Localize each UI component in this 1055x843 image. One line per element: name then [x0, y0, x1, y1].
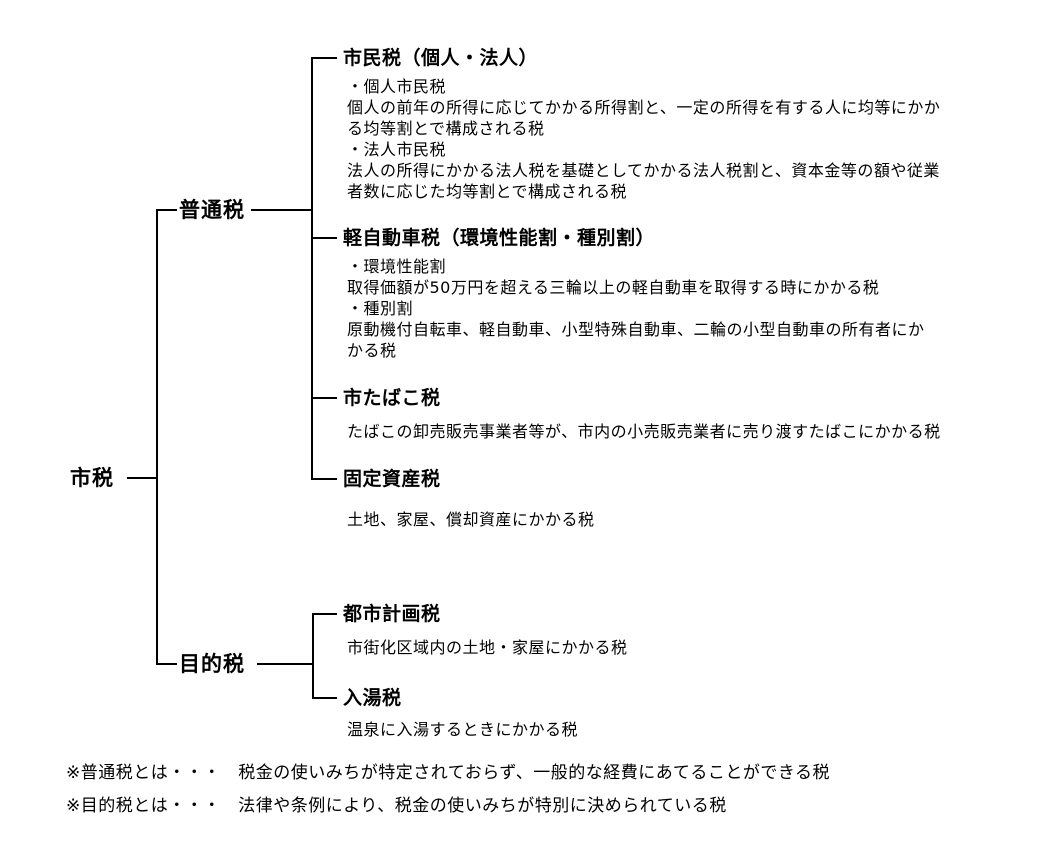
tax-desc-shiminzei: ・個人市民税 個人の前年の所得に応じてかかる所得割と、一定の所得を有する人に均等… [347, 77, 941, 201]
footnote-mokutekizei: ※目的税とは・・・ 法律や条例により、税金の使いみちが特別に決められている税 [66, 796, 727, 816]
tax-desc-shitabakozei: たばこの卸売販売事業者等が、市内の小売販売業者に売り渡すたばこにかかる税 [347, 422, 941, 441]
branch-label-mokutekizei: 目的税 [179, 652, 245, 676]
tax-desc-toshikeikakuzei: 市街化区域内の土地・家屋にかかる税 [347, 638, 628, 657]
tax-title-shitabakozei: 市たばこ税 [343, 387, 441, 409]
root-label: 市税 [70, 466, 114, 490]
footnote-futsuzei: ※普通税とは・・・ 税金の使いみちが特定されておらず、一般的な経費にあてることが… [66, 763, 831, 783]
tax-title-toshikeikakuzei: 都市計画税 [343, 603, 441, 625]
tax-desc-nyutozei: 温泉に入湯するときにかかる税 [347, 720, 579, 739]
tax-title-shiminzei: 市民税（個人・法人） [343, 47, 539, 69]
tax-title-koteishisanzei: 固定資産税 [343, 468, 441, 490]
branch-label-futsuzei: 普通税 [179, 198, 245, 222]
tax-title-keijidoshazei: 軽自動車税（環境性能割・種別割） [343, 227, 656, 249]
tax-desc-keijidoshazei: ・環境性能割 取得価額が50万円を超える三輪以上の軽自動車を取得する時にかかる税… [347, 257, 925, 360]
tax-desc-koteishisanzei: 土地、家屋、償却資産にかかる税 [347, 510, 595, 529]
tax-title-nyutozei: 入湯税 [343, 687, 402, 709]
